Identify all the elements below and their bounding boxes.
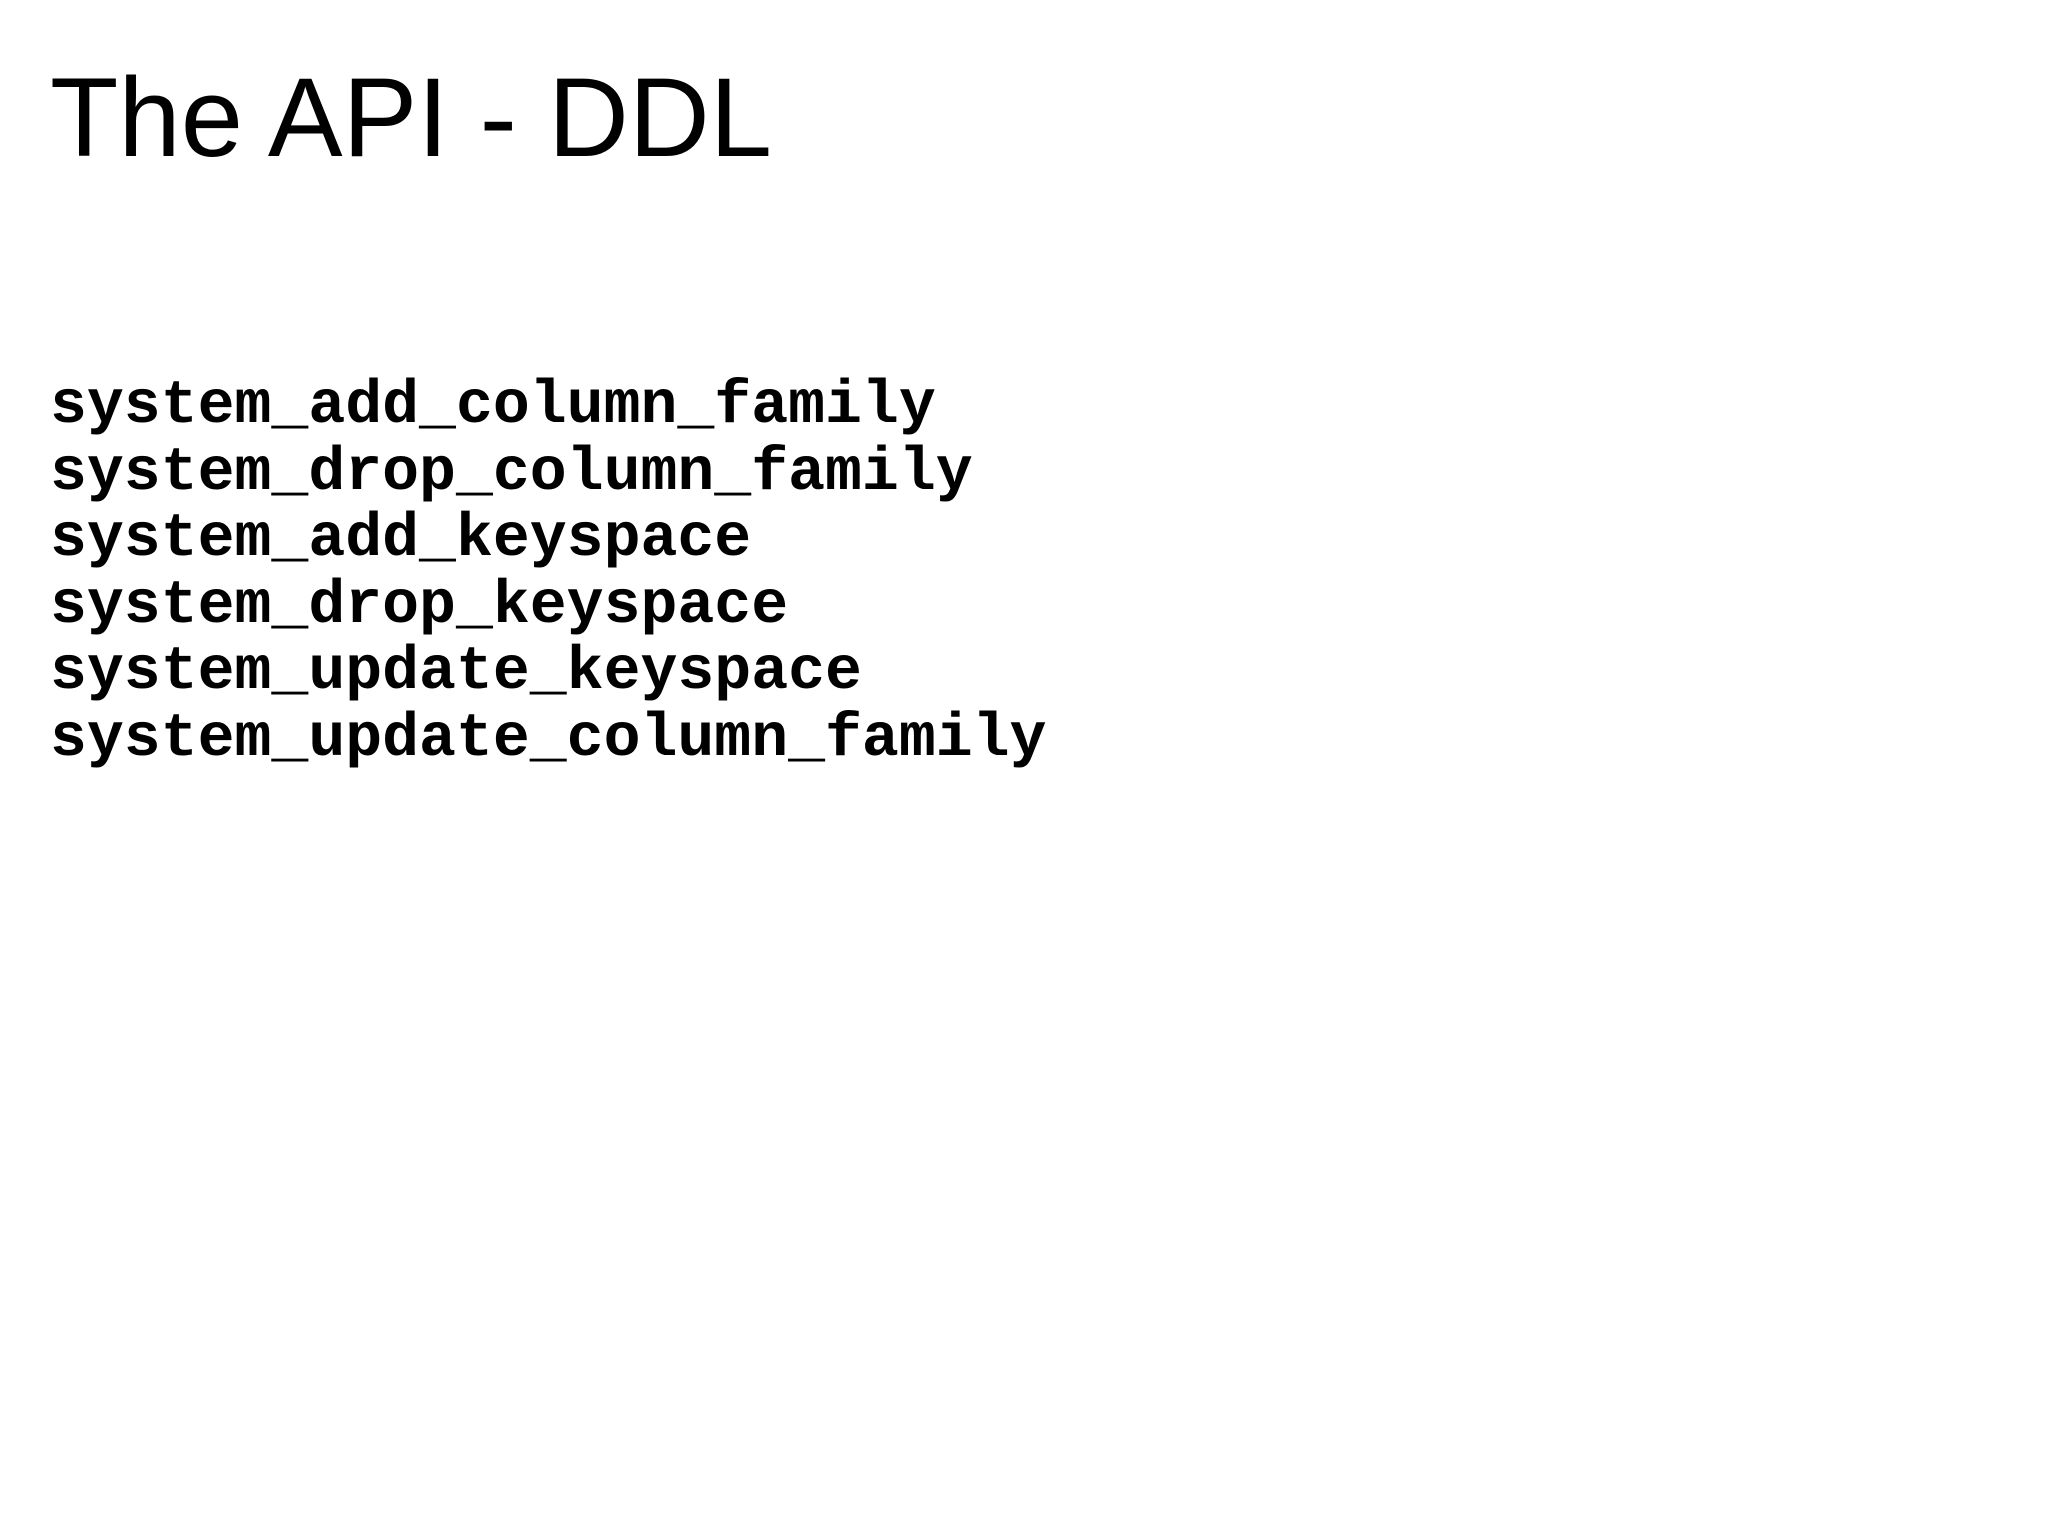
api-method-item: system_add_column_family <box>50 372 936 441</box>
api-method-item: system_drop_keyspace <box>50 571 789 641</box>
api-method-item: system_update_column_family <box>50 704 1047 774</box>
api-method-list: system_add_column_family system_drop_col… <box>50 372 1047 774</box>
slide-title: The API - DDL <box>50 55 773 180</box>
api-method-item: system_drop_column_family <box>50 438 973 508</box>
api-method-item: system_add_keyspace <box>50 505 752 574</box>
api-method-item: system_update_keyspace <box>50 638 862 707</box>
